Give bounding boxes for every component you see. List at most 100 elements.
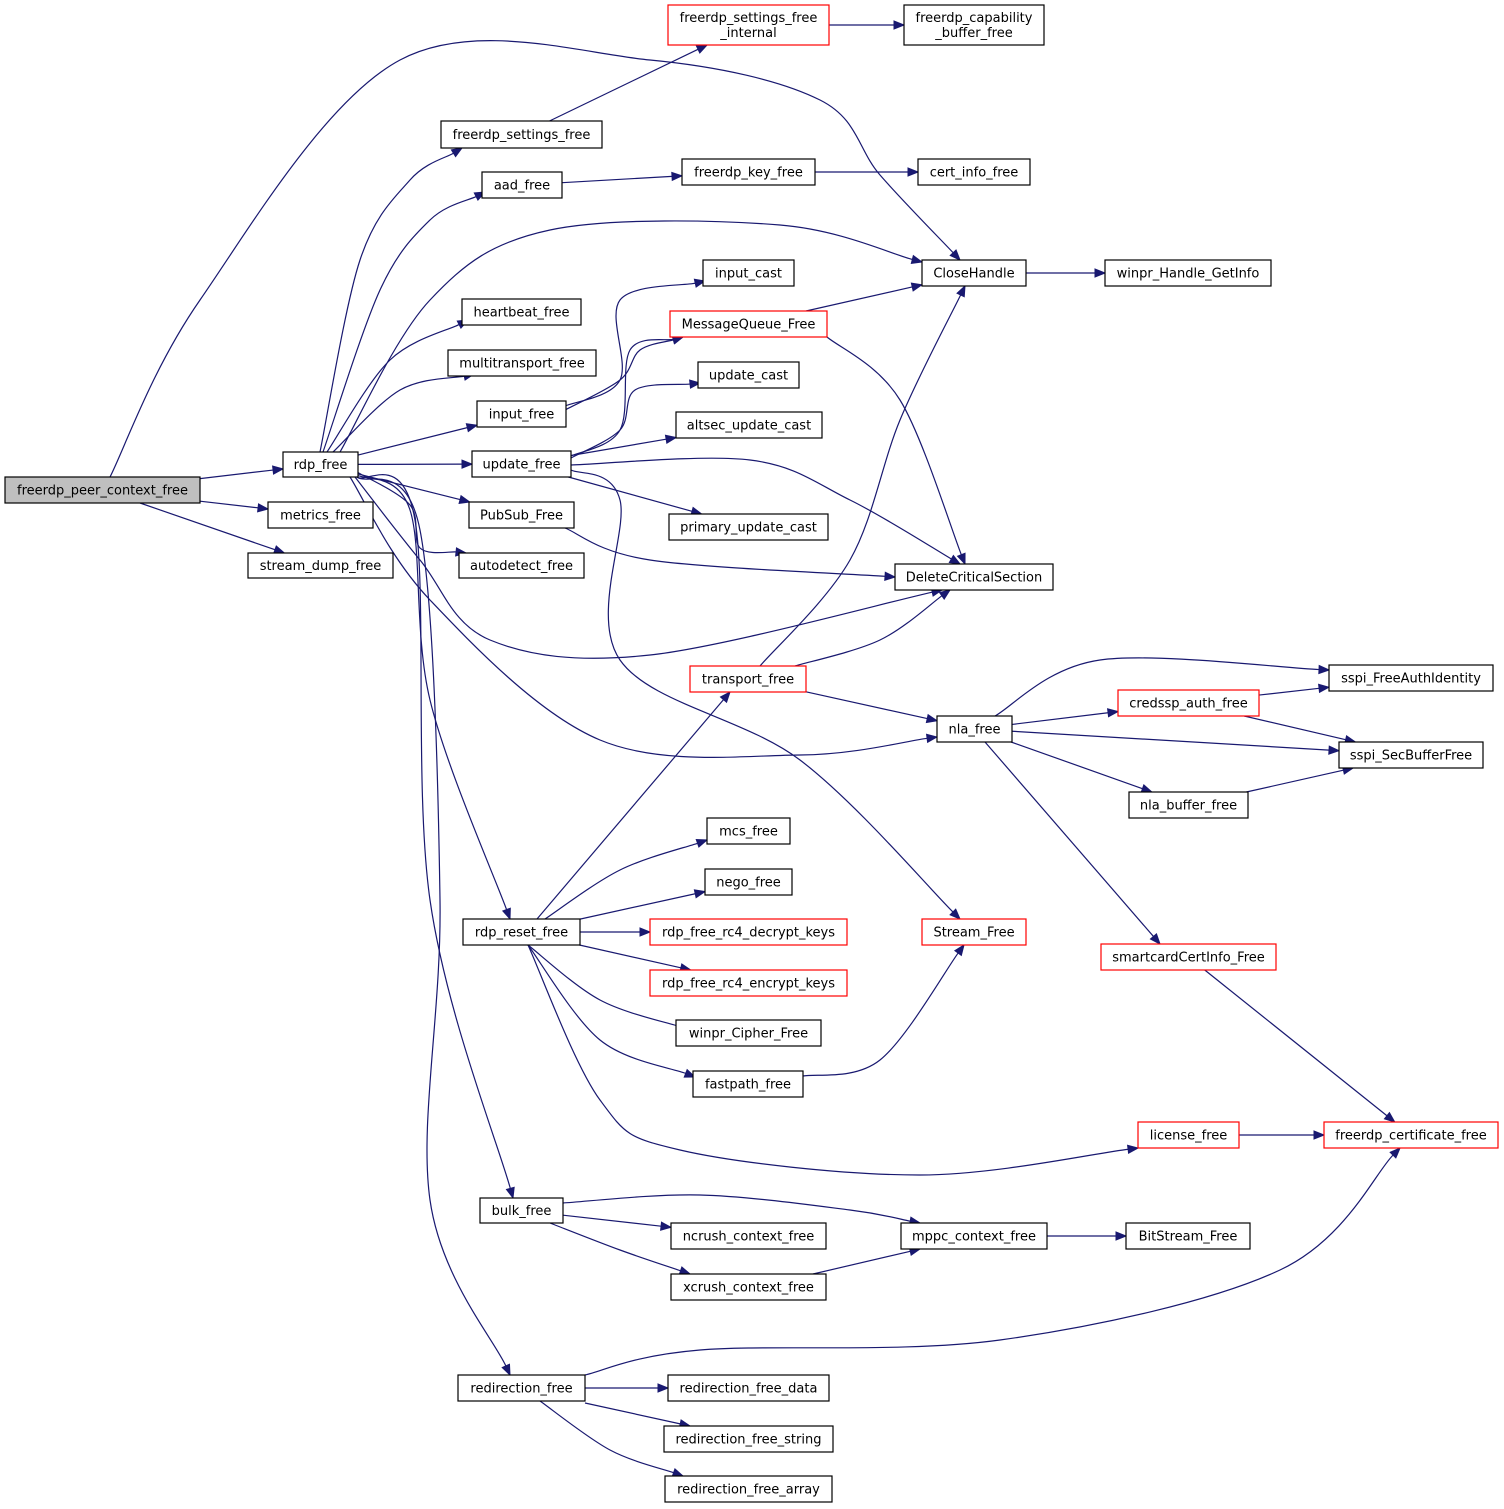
arrowhead-icon xyxy=(1318,683,1331,694)
call-edge-rdp_free-to-DeleteCriticalSection xyxy=(354,476,944,659)
arrowhead-icon xyxy=(910,282,924,292)
arrowhead-icon xyxy=(925,713,939,724)
function-node-CloseHandle[interactable]: CloseHandle xyxy=(921,259,1027,287)
function-node-cert_info_free[interactable]: cert_info_free xyxy=(917,158,1031,186)
arrowhead-icon xyxy=(948,554,962,565)
node-box xyxy=(921,259,1027,287)
arrowhead-icon xyxy=(1328,745,1341,755)
function-node-freerdp_settings_free_internal[interactable]: freerdp_settings_free_internal xyxy=(667,4,830,46)
function-node-winpr_Cipher_Free[interactable]: winpr_Cipher_Free xyxy=(675,1019,822,1047)
node-label: autodetect_free xyxy=(470,559,573,574)
function-node-winpr_Handle_GetInfo[interactable]: winpr_Handle_GetInfo xyxy=(1104,259,1272,287)
node-box xyxy=(458,552,585,579)
function-node-rdp_reset_free[interactable]: rdp_reset_free xyxy=(462,918,581,946)
arrowhead-icon xyxy=(949,908,961,920)
arrowhead-icon xyxy=(1389,1147,1401,1159)
node-box xyxy=(440,120,603,149)
function-node-metrics_free[interactable]: metrics_free xyxy=(267,501,374,529)
call-edge-line xyxy=(562,1194,911,1222)
call-edge-rdp_reset_free-to-rdp_free_rc4_encrypt_keys xyxy=(579,944,692,973)
call-edge-line xyxy=(349,476,928,758)
node-label: input_cast xyxy=(715,267,782,282)
function-node-mcs_free[interactable]: mcs_free xyxy=(706,817,791,845)
node-label: altsec_update_cast xyxy=(687,419,811,434)
node-label: transport_free xyxy=(702,673,794,688)
call-edge-bulk_free-to-mppc_context_free xyxy=(562,1194,922,1226)
call-edge-rdp_free-to-rdp_reset_free xyxy=(356,474,511,921)
node-box xyxy=(894,563,1054,591)
function-node-DeleteCriticalSection[interactable]: DeleteCriticalSection xyxy=(894,563,1054,591)
node-label: xcrush_context_free xyxy=(683,1281,814,1296)
function-node-freerdp_capability_buffer_free[interactable]: freerdp_capability_buffer_free xyxy=(903,4,1045,46)
node-box xyxy=(669,310,828,338)
function-node-input_cast[interactable]: input_cast xyxy=(702,259,795,287)
call-edge-xcrush_context_free-to-mppc_context_free xyxy=(812,1246,922,1275)
function-node-mppc_context_free[interactable]: mppc_context_free xyxy=(900,1222,1048,1250)
function-node-ncrush_context_free[interactable]: ncrush_context_free xyxy=(670,1222,827,1250)
function-node-BitStream_Free[interactable]: BitStream_Free xyxy=(1125,1222,1251,1250)
function-node-Stream_Free[interactable]: Stream_Free xyxy=(921,918,1027,946)
function-node-stream_dump_free[interactable]: stream_dump_free xyxy=(247,552,394,579)
function-node-redirection_free_data[interactable]: redirection_free_data xyxy=(667,1374,830,1402)
call-edge-redirection_free-to-freerdp_certificate_free xyxy=(584,1147,1401,1376)
function-node-rdp_free_rc4_decrypt_keys[interactable]: rdp_free_rc4_decrypt_keys xyxy=(649,918,848,946)
function-node-redirection_free[interactable]: redirection_free xyxy=(457,1374,586,1402)
call-edge-line xyxy=(994,657,1320,717)
node-box xyxy=(447,349,597,377)
call-edge-nla_free-to-sspi_SecBufferFree xyxy=(1011,730,1341,755)
function-node-xcrush_context_free[interactable]: xcrush_context_free xyxy=(670,1273,827,1301)
function-node-nla_buffer_free[interactable]: nla_buffer_free xyxy=(1128,791,1249,819)
call-edge-redirection_free-to-redirection_free_array xyxy=(539,1400,685,1477)
function-node-fastpath_free[interactable]: fastpath_free xyxy=(692,1070,804,1098)
function-node-MessageQueue_Free[interactable]: MessageQueue_Free xyxy=(669,310,828,338)
function-node-freerdp_key_free[interactable]: freerdp_key_free xyxy=(681,158,816,186)
node-label: freerdp_settings_free xyxy=(680,11,818,26)
function-node-autodetect_free[interactable]: autodetect_free xyxy=(458,552,585,579)
function-node-root[interactable]: freerdp_peer_context_free xyxy=(4,476,201,504)
node-box xyxy=(457,1374,586,1402)
function-node-primary_update_cast[interactable]: primary_update_cast xyxy=(668,513,829,541)
function-node-PubSub_Free[interactable]: PubSub_Free xyxy=(468,501,575,529)
function-node-license_free[interactable]: license_free xyxy=(1137,1121,1240,1149)
call-edge-line xyxy=(199,500,259,509)
call-edge-credssp_auth_free-to-sspi_SecBufferFree xyxy=(1243,715,1357,745)
function-node-sspi_FreeAuthIdentity[interactable]: sspi_FreeAuthIdentity xyxy=(1328,664,1494,692)
function-node-nego_free[interactable]: nego_free xyxy=(704,868,793,896)
arrowhead-icon xyxy=(683,1068,697,1078)
node-label: sspi_SecBufferFree xyxy=(1350,749,1472,764)
function-node-redirection_free_array[interactable]: redirection_free_array xyxy=(664,1475,833,1503)
arrowhead-icon xyxy=(884,571,897,582)
function-node-transport_free[interactable]: transport_free xyxy=(689,665,807,693)
function-node-heartbeat_free[interactable]: heartbeat_free xyxy=(461,298,582,326)
node-label: update_cast xyxy=(709,369,788,384)
function-node-rdp_free[interactable]: rdp_free xyxy=(282,451,359,478)
call-edge-credssp_auth_free-to-sspi_FreeAuthIdentity xyxy=(1258,683,1331,696)
function-node-nla_free[interactable]: nla_free xyxy=(936,715,1013,743)
function-node-input_free[interactable]: input_free xyxy=(476,400,567,428)
function-node-bulk_free[interactable]: bulk_free xyxy=(479,1197,564,1224)
function-node-credssp_auth_free[interactable]: credssp_auth_free xyxy=(1117,689,1260,717)
function-node-freerdp_settings_free[interactable]: freerdp_settings_free xyxy=(440,120,603,149)
call-edge-nla_free-to-nla_buffer_free xyxy=(1010,741,1154,793)
function-node-altsec_update_cast[interactable]: altsec_update_cast xyxy=(675,411,823,439)
function-node-redirection_free_string[interactable]: redirection_free_string xyxy=(663,1425,834,1453)
function-node-update_free[interactable]: update_free xyxy=(471,450,572,478)
node-box xyxy=(1117,689,1260,717)
function-node-freerdp_certificate_free[interactable]: freerdp_certificate_free xyxy=(1323,1121,1499,1149)
call-edge-nla_free-to-smartcardCertInfo_Free xyxy=(984,741,1161,946)
call-edge-line xyxy=(332,375,465,453)
node-label: update_free xyxy=(483,458,561,473)
function-node-update_cast[interactable]: update_cast xyxy=(697,361,800,389)
call-edge-rdp_free-to-input_free xyxy=(357,423,479,456)
function-node-rdp_free_rc4_encrypt_keys[interactable]: rdp_free_rc4_encrypt_keys xyxy=(649,969,848,997)
function-node-aad_free[interactable]: aad_free xyxy=(481,171,563,199)
call-edge-freerdp_settings_free-to-freerdp_settings_free_internal xyxy=(549,44,709,122)
call-edge-root-to-metrics_free xyxy=(199,500,270,513)
call-edge-rdp_free-to-nla_free xyxy=(349,476,939,758)
arrowhead-icon xyxy=(450,147,464,158)
function-node-smartcardCertInfo_Free[interactable]: smartcardCertInfo_Free xyxy=(1100,943,1277,971)
function-node-sspi_SecBufferFree[interactable]: sspi_SecBufferFree xyxy=(1338,741,1484,769)
node-box xyxy=(1125,1222,1251,1250)
function-node-multitransport_free[interactable]: multitransport_free xyxy=(447,349,597,377)
